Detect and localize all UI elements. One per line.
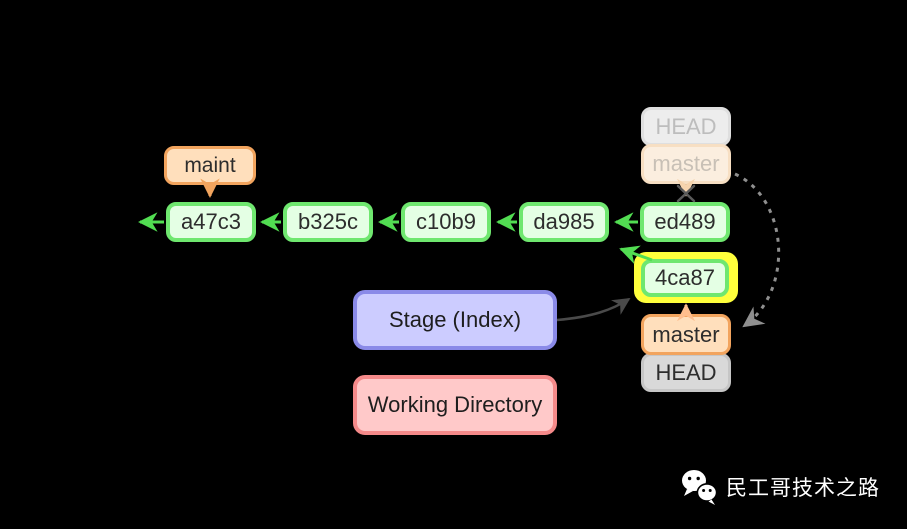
commit-node: a47c3	[166, 202, 256, 242]
new-commit-node: 4ca87	[641, 259, 729, 297]
watermark: 民工哥技术之路	[681, 468, 880, 506]
maint-branch-ref: maint	[164, 146, 256, 185]
commit-node: da985	[519, 202, 609, 242]
working-directory-box: Working Directory	[353, 375, 557, 435]
cross-out-mark	[676, 184, 696, 203]
old-head-ref: HEAD	[641, 107, 731, 146]
stage-index-box: Stage (Index)	[353, 290, 557, 350]
old-master-ref: master	[641, 144, 731, 184]
new-master-ref: master	[641, 314, 731, 355]
new-head-ref: HEAD	[641, 353, 731, 392]
cross-out-mark	[676, 184, 696, 203]
arrow-stage-to-4ca87	[556, 297, 631, 322]
commit-node: ed489	[640, 202, 730, 242]
watermark-text: 民工哥技术之路	[726, 477, 880, 500]
arrow-master-pointer-moves	[734, 172, 781, 328]
wechat-icon	[682, 470, 717, 505]
commit-node: b325c	[283, 202, 373, 242]
commit-node: c10b9	[401, 202, 491, 242]
